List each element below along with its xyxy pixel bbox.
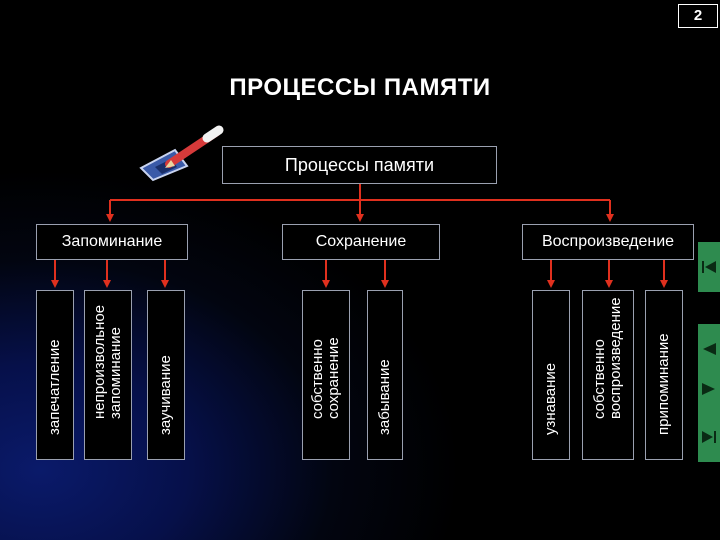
leaf-rote-learning: заучивание [147,290,185,460]
slide-title: ПРОЦЕССЫ ПАМЯТИ [229,74,491,101]
leaf-recall: припоминание [645,290,683,460]
leaf-recognition: узнавание [532,290,570,460]
leaf-retention-proper: собственно сохранение [302,290,350,460]
leaf-label: собственно сохранение [309,337,342,419]
category-reproduction: Воспроизведение [522,224,694,260]
leaf-label: забывание [376,359,393,435]
leaf-reproduction-proper: собственно воспроизведение [582,290,634,460]
previous-slide-icon [703,343,716,355]
last-slide-icon [702,431,716,443]
leaf-label: запечатление [46,339,63,435]
category-retention: Сохранение [282,224,440,260]
category-memorization: Запоминание [36,224,188,260]
page-number: 2 [678,4,718,28]
leaf-forgetting: забывание [367,290,403,460]
leaf-label: собственно воспроизведение [591,297,624,419]
next-slide-icon [702,383,715,395]
leaf-imprinting: запечатление [36,290,74,460]
pencil-icon [139,125,224,182]
previous-slide-button[interactable] [698,324,720,374]
leaf-label: непроизвольное запоминание [91,304,124,419]
root-box: Процессы памяти [222,146,497,184]
leaf-label: заучивание [157,355,174,435]
first-slide-icon [702,261,716,273]
last-slide-button[interactable] [698,412,720,462]
leaf-label: узнавание [542,362,559,435]
next-slide-button[interactable] [698,364,720,414]
leaf-involuntary-memorization: непроизвольное запоминание [84,290,132,460]
leaf-label: припоминание [655,333,672,435]
first-slide-button[interactable] [698,242,720,292]
